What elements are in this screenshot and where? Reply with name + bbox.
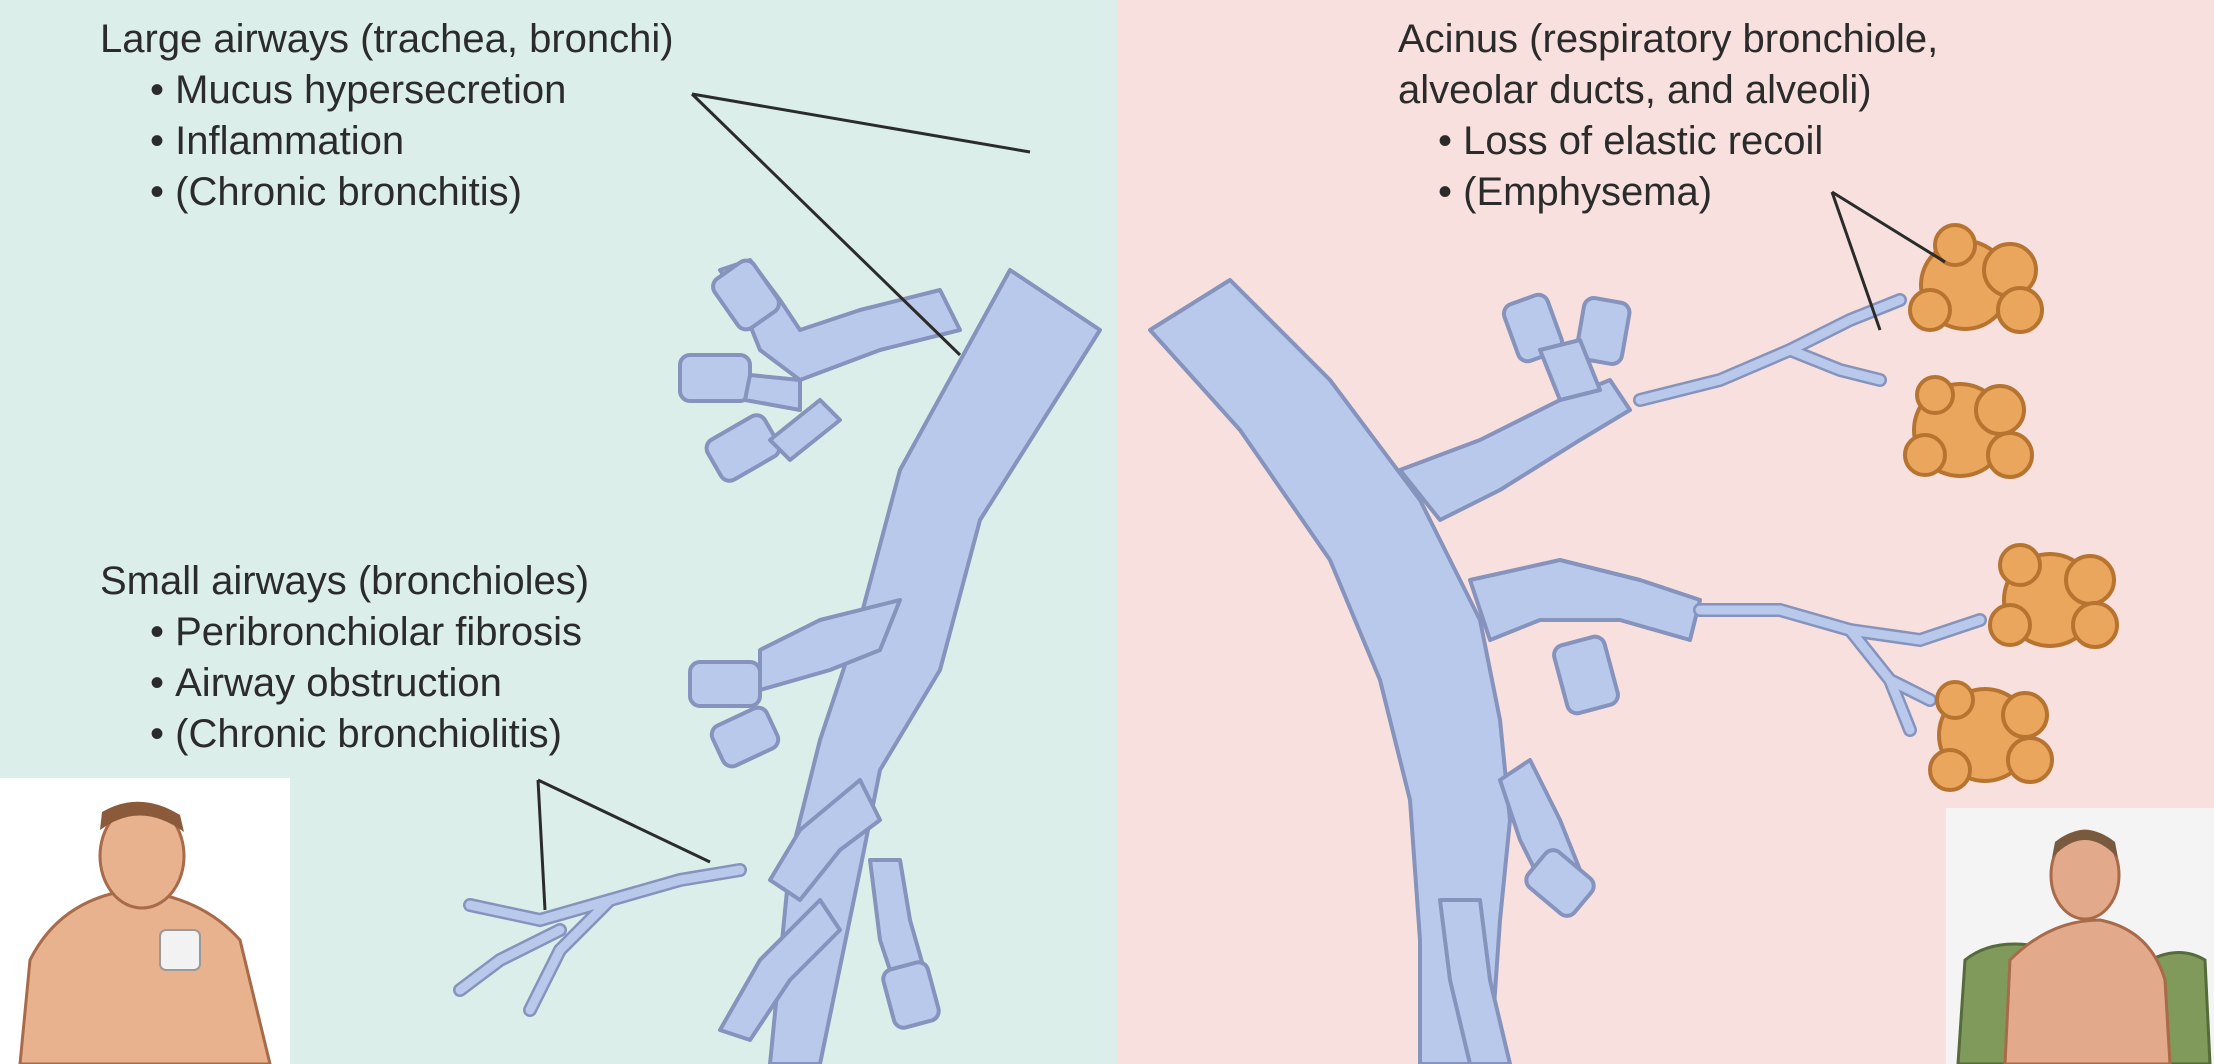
acinus-heading-line-2: alveolar ducts, and alveoli): [1398, 65, 1938, 116]
small-airways-heading: Small airways (bronchioles): [100, 556, 589, 607]
alveolar-cluster: [1905, 377, 2032, 477]
large-airways-list: Mucus hypersecretion Inflammation (Chron…: [100, 65, 674, 218]
list-item: Peribronchiolar fibrosis: [150, 607, 589, 658]
acinus-label: Acinus (respiratory bronchiole, alveolar…: [1398, 14, 1938, 218]
small-airways-label: Small airways (bronchioles) Peribronchio…: [100, 556, 589, 760]
left-patient-portrait: [0, 778, 290, 1064]
list-item: Mucus hypersecretion: [150, 65, 674, 116]
small-airways-list: Peribronchiolar fibrosis Airway obstruct…: [100, 607, 589, 760]
alveolar-cluster: [1990, 545, 2117, 647]
large-airways-label: Large airways (trachea, bronchi) Mucus h…: [100, 14, 674, 218]
acinus-heading-line-1: Acinus (respiratory bronchiole,: [1398, 14, 1938, 65]
list-item: Inflammation: [150, 116, 674, 167]
acinus-list: Loss of elastic recoil (Emphysema): [1398, 116, 1938, 218]
right-patient-portrait: [1946, 808, 2214, 1064]
left-middle-segment: [690, 662, 760, 706]
large-airways-heading: Large airways (trachea, bronchi): [100, 14, 674, 65]
list-item: (Chronic bronchiolitis): [150, 709, 589, 760]
list-item: (Chronic bronchitis): [150, 167, 674, 218]
list-item: (Emphysema): [1438, 167, 1938, 218]
list-item: Loss of elastic recoil: [1438, 116, 1938, 167]
alveolar-cluster: [1930, 682, 2052, 790]
list-item: Airway obstruction: [150, 658, 589, 709]
left-upper-segment: [680, 355, 750, 401]
